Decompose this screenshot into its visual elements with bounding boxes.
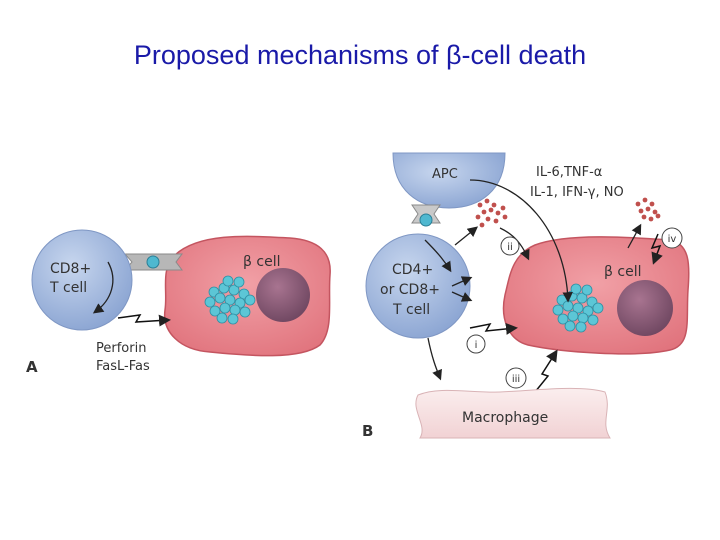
panel-a-letter: A [26,358,38,376]
nucleus-a [256,268,310,322]
marker-iv-text: iv [668,234,677,245]
tcell-to-macrophage-arrow [427,337,442,381]
marker-ii: ii [500,236,520,256]
beta-to-iv-arrow [627,223,642,249]
marker-i-text: i [475,340,478,351]
tcell-label-line3: T cell [392,302,430,318]
tcell-branch-arrow-2 [451,291,473,302]
beta-cell-label-b: β cell [604,264,641,280]
apc-cell [392,152,506,209]
cytokine-dots-ii [475,198,508,228]
macrophage-label: Macrophage [462,410,548,426]
marker-iii: iii [505,367,527,389]
killing-bolt-iv [650,233,663,265]
killing-bolt-iii [534,349,558,393]
marker-iv: iv [661,227,683,249]
killing-bolt-a [117,314,171,327]
tcell-label-line1: CD4+ [392,262,433,278]
tcell-to-cytokine-arrow [454,226,479,246]
cd8-t-cell [31,229,133,331]
cytokines-line1: IL-6,TNF-α [536,165,602,180]
nucleus-b [617,280,673,336]
tcell-internal-arrow [424,239,452,273]
cd8-label-line1: CD8+ [50,261,91,277]
marker-iii-text: iii [512,374,520,385]
panel-a: β cell CD8+ T cell Perforin FasL-Fas A [26,229,331,376]
cd8-internal-arrow [92,261,114,314]
antigen-dot-b [419,213,433,227]
panel-b-letter: B [362,422,373,440]
apc-to-beta-arrow [469,179,573,303]
killing-bolt-i [469,322,518,335]
cd8-label-line2: T cell [49,280,87,296]
marker-ii-text: ii [507,242,513,253]
antigen-dot-a [146,255,160,269]
tcell-branch-arrow-1 [451,276,473,287]
marker-i: i [466,334,486,354]
slide-title: Proposed mechanisms of β-cell death [133,40,587,70]
apc-label: APC [432,167,458,182]
macrophage-cell [415,387,611,439]
cytokine-dots-iv [635,197,661,222]
cd4-cd8-t-cell [365,233,471,339]
cytokines-line2: IL-1, IFN-γ, NO [530,185,624,200]
panel-b: APC β cell CD4+ or CD8+ T cell IL-6,TNF-… [362,152,690,440]
tcell-label-line2: or CD8+ [380,282,440,298]
fasl-label: FasL-Fas [96,359,150,374]
beta-cell-label-a: β cell [243,254,280,270]
perforin-label: Perforin [96,341,146,356]
granule-cluster-a [204,275,256,325]
